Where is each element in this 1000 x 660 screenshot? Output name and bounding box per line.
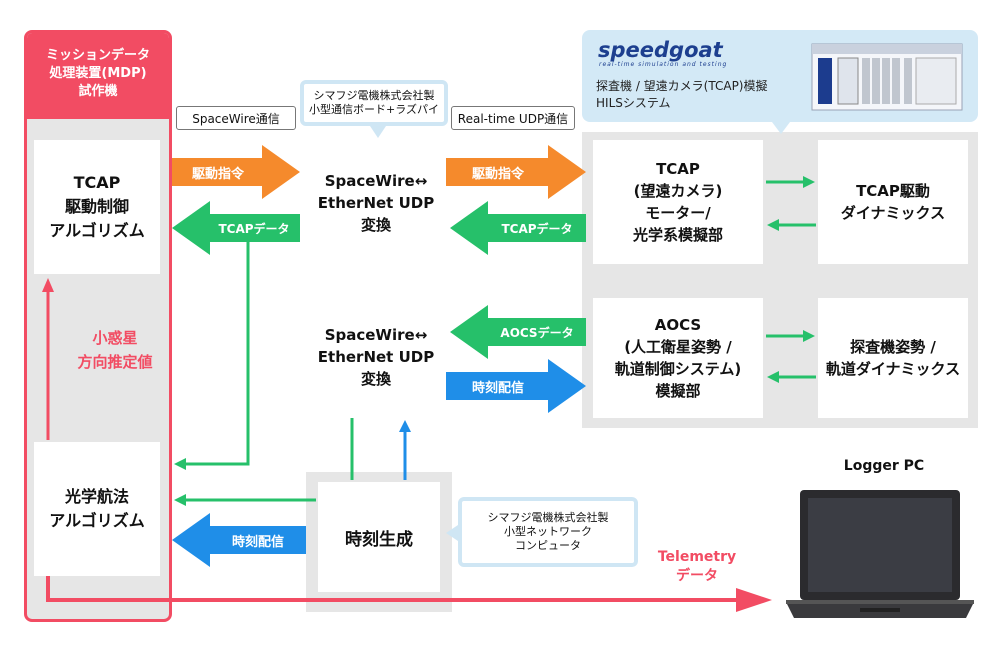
drive-arrow-1 — [172, 145, 300, 199]
time-dist-label-2: 時刻配信 — [231, 534, 284, 550]
time-dist-label-1: 時刻配信 — [471, 380, 524, 396]
mdp-title: ミッションデータ 処理装置(MDP) 試作機 — [27, 33, 169, 119]
tcap-dynamics-box: TCAP駆動 ダイナミックス — [818, 140, 968, 264]
tcap-control-algorithm-box: TCAP 駆動制御 アルゴリズム — [34, 140, 160, 274]
hils-caption: 探査機 / 望遠カメラ(TCAP)模擬 HILSシステム — [596, 79, 768, 110]
time-generation-box: 時刻生成 — [318, 482, 440, 592]
drive-arrow-2 — [446, 145, 586, 199]
spacewire-comm-tag: SpaceWire通信 — [176, 106, 296, 130]
converter-box-1: SpaceWire↔ EtherNet UDP 変換 — [306, 140, 446, 265]
telemetry-label: Telemetry データ — [657, 549, 737, 584]
converter-box-2: SpaceWire↔ EtherNet UDP 変換 — [306, 298, 446, 416]
tcap-dyn-arrow-head — [803, 176, 815, 188]
drive-cmd-label-1: 駆動指令 — [191, 166, 244, 182]
telemetry-arrow-head — [736, 588, 772, 612]
laptop-icon — [786, 490, 974, 618]
optical-navigation-algorithm-box: 光学航法 アルゴリズム — [34, 442, 160, 576]
realtime-udp-tag: Real-time UDP通信 — [451, 106, 575, 130]
tcap-data-arrow-1 — [172, 201, 300, 255]
speedgoat-hardware-image — [811, 43, 963, 111]
aocs-data-arrow — [450, 305, 586, 359]
time-dist-arrow-1 — [446, 359, 586, 413]
aocs-simulator-box: AOCS (人工衛星姿勢 / 軌道制御システム) 模擬部 — [593, 298, 763, 418]
computer-callout: シマフジ電機株式会社製 小型ネットワーク コンピュータ — [458, 497, 638, 567]
time-dist-arrow-2 — [172, 513, 306, 567]
asteroid-direction-label: 小惑星 方向推定値 — [77, 329, 153, 371]
drive-cmd-label-2: 駆動指令 — [471, 166, 524, 182]
spacecraft-dynamics-box: 探査機姿勢 / 軌道ダイナミックス — [818, 298, 968, 418]
board-callout-pointer — [370, 126, 386, 138]
aocs-data-label: AOCSデータ — [500, 325, 574, 340]
hils-pointer — [772, 122, 790, 134]
tcap-data-arrow-2 — [450, 201, 586, 255]
logger-pc-label: Logger PC — [843, 458, 925, 474]
tcap-data-label-2: TCAPデータ — [501, 221, 573, 236]
board-callout: シマフジ電機株式会社製 小型通信ボード+ラズパイ — [300, 80, 448, 126]
speedgoat-tagline: real-time simulation and testing — [599, 61, 728, 68]
tcap-data-label-1: TCAPデータ — [218, 221, 290, 236]
tcap-simulator-box: TCAP (望遠カメラ) モーター/ 光学系模擬部 — [593, 140, 763, 264]
speedgoat-logo: speedgoat — [598, 38, 723, 62]
computer-callout-pointer — [446, 525, 458, 541]
